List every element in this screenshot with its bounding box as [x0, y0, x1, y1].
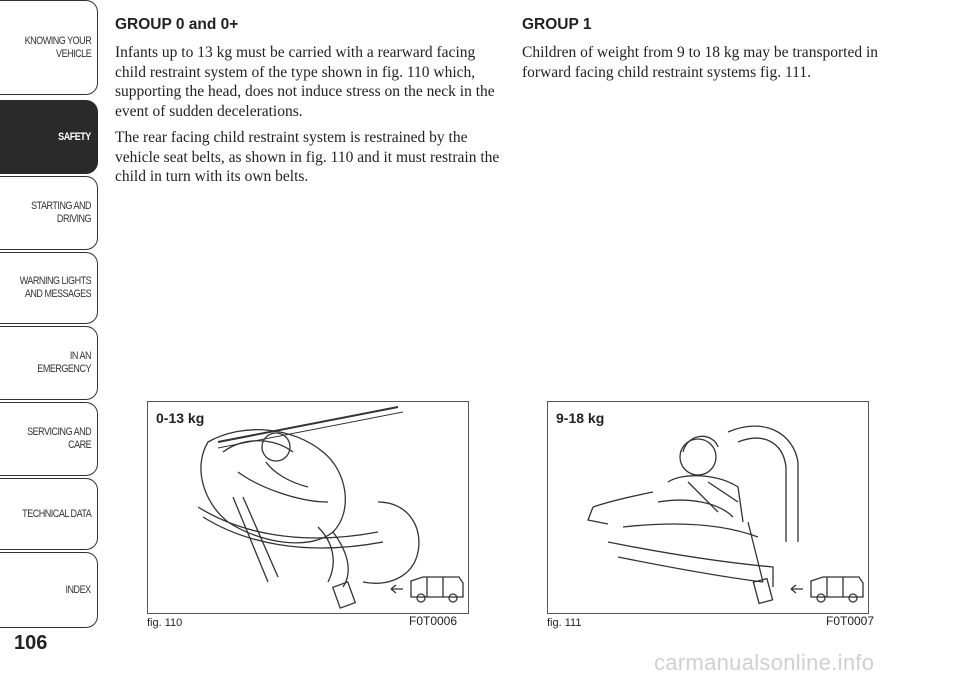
tab-warning-lights[interactable]: WARNING LIGHTS AND MESSAGES: [0, 252, 98, 324]
tab-label: TECHNICAL DATA: [21, 507, 92, 520]
figure-110: 0-13 kg: [147, 401, 469, 614]
tab-safety[interactable]: SAFETY: [0, 100, 98, 174]
tab-starting-and-driving[interactable]: STARTING AND DRIVING: [0, 176, 98, 250]
section-group-1: GROUP 1 Children of weight from 9 to 18 …: [522, 16, 907, 89]
paragraph: The rear facing child restraint system i…: [115, 129, 500, 185]
tab-label: SERVICING AND CARE: [26, 426, 92, 451]
watermark: carmanualsonline.info: [654, 650, 875, 675]
figure-code: F0T0007: [826, 614, 875, 628]
tab-label: KNOWING YOUR VEHICLE: [24, 34, 91, 60]
section-heading: GROUP 1: [522, 16, 592, 33]
forward-facing-seat-illustration: [587, 425, 864, 605]
tab-in-an-emergency[interactable]: IN AN EMERGENCY: [0, 326, 98, 400]
tab-servicing-and-care[interactable]: SERVICING AND CARE: [0, 402, 98, 476]
tab-technical-data[interactable]: TECHNICAL DATA: [0, 478, 98, 550]
tab-label: WARNING LIGHTS AND MESSAGES: [19, 275, 92, 300]
chapter-sidebar: KNOWING YOUR VEHICLE SAFETY STARTING AND…: [0, 0, 100, 630]
figure-caption: fig. 111: [547, 617, 582, 629]
rear-facing-seat-illustration: [197, 406, 464, 609]
figure-caption: fig. 110: [147, 617, 183, 629]
tab-label: INDEX: [65, 583, 92, 596]
page-number: 106: [14, 632, 48, 654]
figure-code: F0T0006: [409, 614, 458, 628]
tab-label: SAFETY: [58, 130, 91, 143]
section-heading: GROUP 0 and 0+: [115, 16, 239, 33]
section-group-0: GROUP 0 and 0+ Infants up to 13 kg must …: [115, 16, 500, 194]
tab-label: STARTING AND DRIVING: [31, 200, 91, 225]
tab-label: IN AN EMERGENCY: [37, 350, 91, 375]
tab-index[interactable]: INDEX: [0, 552, 98, 628]
paragraph: Infants up to 13 kg must be carried with…: [115, 44, 495, 120]
tab-knowing-your-vehicle[interactable]: KNOWING YOUR VEHICLE: [0, 0, 98, 95]
figure-111: 9-18 kg: [547, 401, 869, 614]
figure-weight-label: 9-18 kg: [556, 410, 605, 426]
figure-weight-label: 0-13 kg: [156, 410, 205, 426]
paragraph: Children of weight from 9 to 18 kg may b…: [522, 44, 879, 81]
